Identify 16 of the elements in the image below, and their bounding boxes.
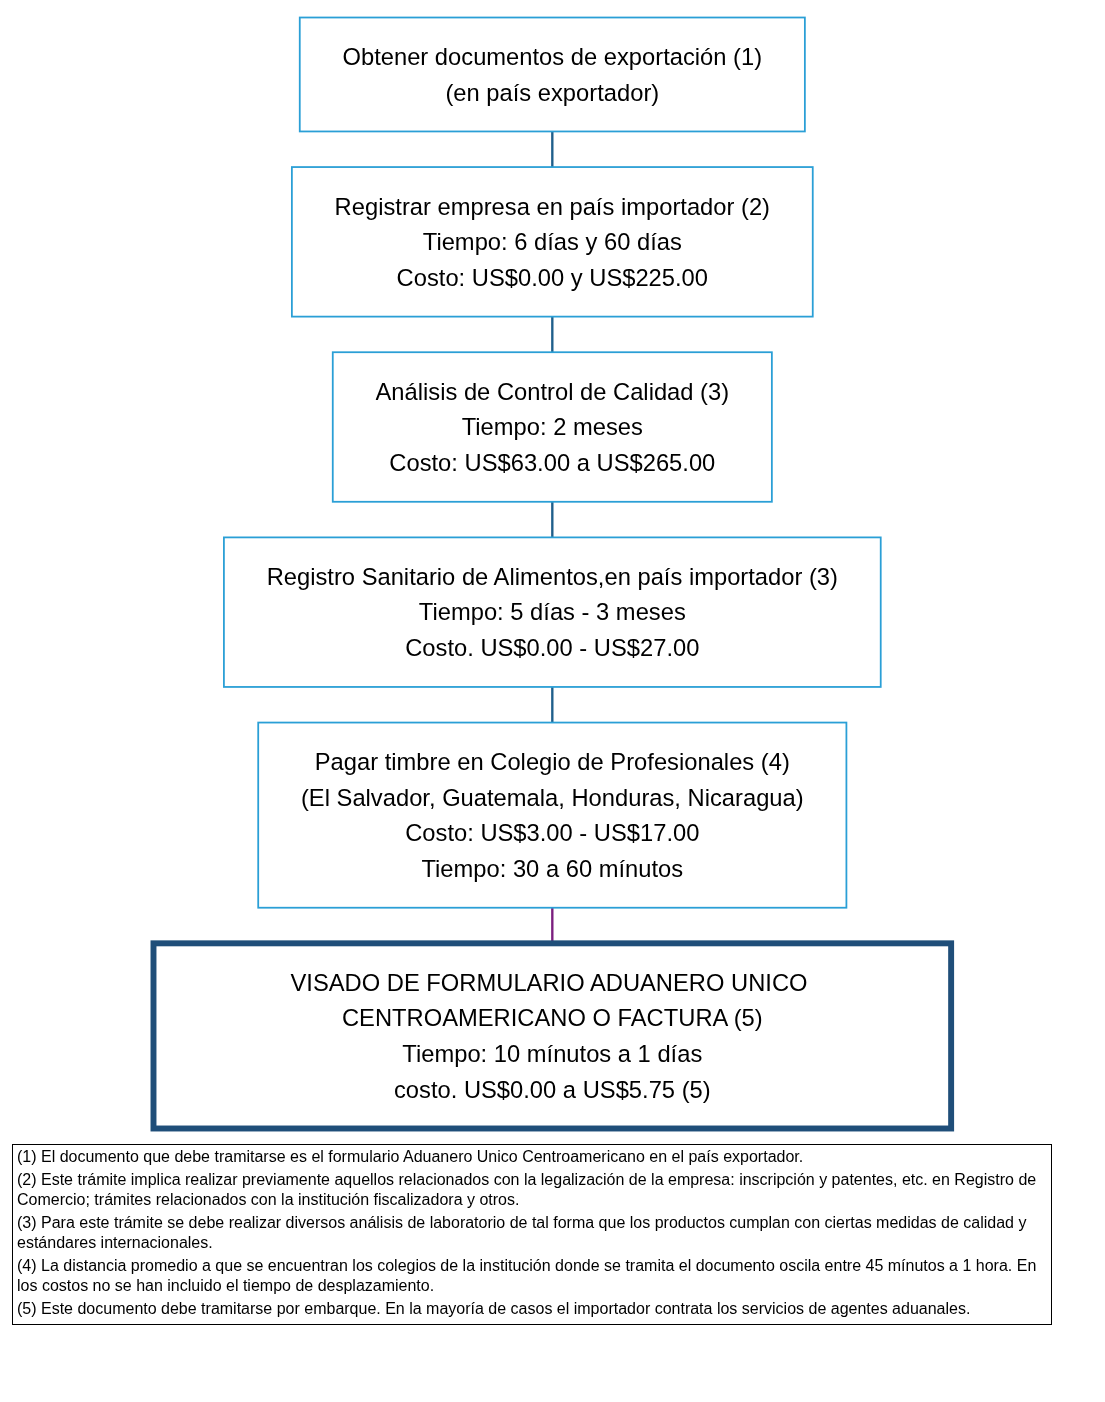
node-box — [299, 16, 806, 133]
connector — [551, 131, 554, 168]
flowchart: Obtener documentos de exportación (1) (en país exportador) Registrar empresa en país importador (2) Tiempo: 6 días y 60 días Costo: US$0.00 y US$225.00 Análisis de Control de Calidad (3) Tiempo: 2 meses Costo: US$63.00 a US$265.00 Registro Sanitario de Alimentos,en país importador (3) Tiempo: 5 días - 3 meses Costo. US$0.00 - US$27.00 Pagar timbre en Colegio de Profesionales (4) (El Salvador, Guatemala, Honduras, Nicaragua) Costo: US$3.00 - US$17.00 Tiempo: 30 a 60 mínutos VISADO DE FORMULARIO ADUANERO UNICO CENTROAMERICANO O FACTURA (5) Tiempo: 10 mínutos a 1 días costo. US$0.00 a US$5.75 (5) — [144, 8, 961, 1138]
connector — [551, 501, 554, 538]
footnote: (3) Para este trámite se debe realizar diversos análisis de laboratorio de tal forma que los productos cumplan con ciertas medidas de calidad y estándares internacionales. — [17, 1213, 1028, 1253]
node-box — [291, 166, 814, 318]
footnote: (5) Este documento debe tramitarse por embarque. En la mayoría de casos el importador contrata los servicios de agentes aduanales. — [17, 1299, 972, 1319]
footnote: (4) La distancia promedio a que se encuentran los colegios de la institución donde se tramita el documento oscila entre 45 mínutos a 1 hora. En los costos no se han incluido el tiempo de desplazamiento. — [17, 1256, 1038, 1296]
node-box — [332, 351, 773, 503]
footnote: (2) Este trámite implica realizar previamente aquellos relacionados con la legalización de la empresa: inscripción y patentes, etc. en Registro de Comercio; trámites relacionados con la institución fiscalizadora y otros. — [17, 1170, 1038, 1210]
connector — [551, 686, 554, 723]
node-box — [150, 940, 955, 1132]
connector — [551, 316, 554, 353]
node-box — [223, 536, 882, 688]
footnote: (1) El documento que debe tramitarse es el formulario Aduanero Unico Centroamericano en el país exportador. — [17, 1147, 805, 1167]
node-box — [257, 721, 848, 909]
